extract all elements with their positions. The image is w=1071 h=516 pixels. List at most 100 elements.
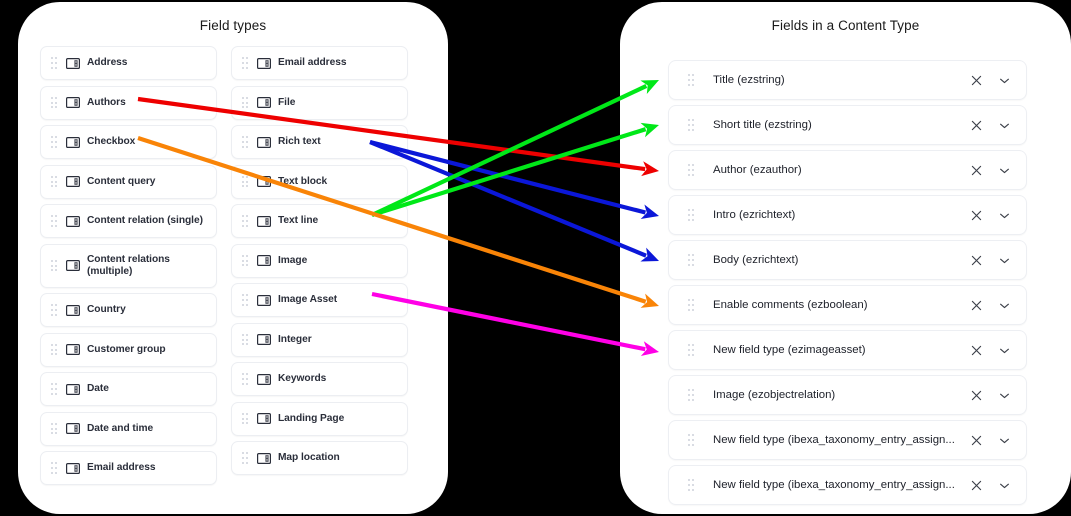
- close-icon[interactable]: [969, 388, 984, 403]
- field-type-item[interactable]: Rich text: [231, 125, 408, 159]
- content-field-row[interactable]: Title (ezstring): [668, 60, 1027, 100]
- field-type-item[interactable]: Image Asset: [231, 283, 408, 317]
- chevron-down-icon[interactable]: [997, 118, 1012, 133]
- drag-dot: [692, 83, 695, 86]
- drag-dot: [246, 299, 249, 301]
- drag-dot: [692, 484, 695, 486]
- field-type-item[interactable]: Checkbox: [40, 125, 217, 159]
- content-field-actions: [969, 73, 1012, 88]
- drag-handle-icon[interactable]: [687, 164, 695, 177]
- drag-dot: [55, 264, 58, 267]
- content-field-row[interactable]: Author (ezauthor): [668, 150, 1027, 190]
- drag-handle-icon[interactable]: [687, 344, 695, 357]
- drag-dot: [692, 124, 695, 126]
- drag-dot: [241, 452, 244, 455]
- content-field-actions: [969, 343, 1012, 358]
- field-type-item[interactable]: Authors: [40, 85, 217, 120]
- drag-handle-icon[interactable]: [241, 215, 249, 228]
- close-icon[interactable]: [969, 253, 984, 268]
- drag-handle-icon[interactable]: [687, 434, 695, 447]
- field-type-item[interactable]: Keywords: [231, 362, 408, 396]
- close-icon[interactable]: [969, 208, 984, 223]
- drag-dot: [241, 62, 244, 64]
- content-field-row[interactable]: Enable comments (ezboolean): [668, 285, 1027, 325]
- drag-handle-icon[interactable]: [687, 479, 695, 492]
- field-type-item[interactable]: Date and time: [40, 411, 217, 446]
- drag-handle-icon[interactable]: [241, 254, 249, 267]
- close-icon[interactable]: [969, 343, 984, 358]
- field-type-item[interactable]: Content query: [40, 164, 217, 199]
- field-type-item[interactable]: File: [231, 85, 408, 120]
- drag-handle-icon[interactable]: [241, 57, 249, 70]
- field-type-icon: [66, 57, 80, 69]
- field-type-item[interactable]: Integer: [231, 322, 408, 357]
- drag-handle-icon[interactable]: [50, 136, 58, 149]
- drag-handle-icon[interactable]: [50, 343, 58, 356]
- drag-handle-icon[interactable]: [241, 294, 249, 307]
- drag-handle-icon[interactable]: [687, 389, 695, 402]
- field-type-item[interactable]: Text block: [231, 164, 408, 199]
- content-field-row[interactable]: Image (ezobjectrelation): [668, 375, 1027, 415]
- drag-handle-icon[interactable]: [241, 412, 249, 425]
- drag-handle-icon[interactable]: [50, 304, 58, 317]
- drag-handle-icon[interactable]: [687, 74, 695, 87]
- field-type-item[interactable]: Landing Page: [231, 401, 408, 436]
- drag-handle-icon[interactable]: [687, 299, 695, 312]
- content-field-row[interactable]: New field type (ibexa_taxonomy_entry_ass…: [668, 420, 1027, 460]
- drag-handle-icon[interactable]: [687, 209, 695, 222]
- field-type-item[interactable]: Email address: [231, 46, 408, 80]
- drag-handle-icon[interactable]: [50, 462, 58, 475]
- drag-dot: [50, 141, 53, 143]
- close-icon[interactable]: [969, 433, 984, 448]
- drag-handle-icon[interactable]: [50, 96, 58, 109]
- chevron-down-icon[interactable]: [997, 253, 1012, 268]
- chevron-down-icon[interactable]: [997, 298, 1012, 313]
- field-type-item[interactable]: Content relation (single): [40, 204, 217, 238]
- content-field-row[interactable]: Body (ezrichtext): [668, 240, 1027, 280]
- chevron-down-icon[interactable]: [997, 388, 1012, 403]
- field-type-item[interactable]: Map location: [231, 441, 408, 475]
- drag-handle-icon[interactable]: [50, 175, 58, 188]
- drag-handle-icon[interactable]: [687, 254, 695, 267]
- drag-dot: [50, 264, 53, 267]
- chevron-down-icon[interactable]: [997, 73, 1012, 88]
- field-type-label: Image: [278, 254, 308, 266]
- field-type-item[interactable]: Image: [231, 243, 408, 278]
- chevron-down-icon[interactable]: [997, 208, 1012, 223]
- drag-handle-icon[interactable]: [50, 383, 58, 396]
- content-field-row[interactable]: New field type (ibexa_taxonomy_entry_ass…: [668, 465, 1027, 505]
- drag-handle-icon[interactable]: [50, 57, 58, 70]
- drag-handle-icon[interactable]: [241, 333, 249, 346]
- drag-handle-icon[interactable]: [241, 96, 249, 109]
- field-type-item[interactable]: Content relations (multiple): [40, 243, 217, 288]
- drag-handle-icon[interactable]: [687, 119, 695, 132]
- content-field-row[interactable]: New field type (ezimageasset): [668, 330, 1027, 370]
- close-icon[interactable]: [969, 298, 984, 313]
- field-type-icon: [257, 452, 271, 464]
- close-icon[interactable]: [969, 118, 984, 133]
- field-type-item[interactable]: Date: [40, 372, 217, 406]
- drag-handle-icon[interactable]: [241, 373, 249, 386]
- drag-dot: [246, 136, 249, 139]
- drag-handle-icon[interactable]: [241, 175, 249, 188]
- drag-handle-icon[interactable]: [50, 215, 58, 228]
- field-type-item[interactable]: Customer group: [40, 332, 217, 367]
- drag-handle-icon[interactable]: [241, 452, 249, 465]
- drag-dot: [241, 461, 244, 464]
- chevron-down-icon[interactable]: [997, 478, 1012, 493]
- close-icon[interactable]: [969, 163, 984, 178]
- chevron-down-icon[interactable]: [997, 343, 1012, 358]
- content-field-row[interactable]: Intro (ezrichtext): [668, 195, 1027, 235]
- field-type-item[interactable]: Text line: [231, 204, 408, 238]
- chevron-down-icon[interactable]: [997, 433, 1012, 448]
- drag-handle-icon[interactable]: [241, 136, 249, 149]
- field-type-item[interactable]: Address: [40, 46, 217, 80]
- drag-handle-icon[interactable]: [50, 422, 58, 435]
- close-icon[interactable]: [969, 73, 984, 88]
- content-field-row[interactable]: Short title (ezstring): [668, 105, 1027, 145]
- close-icon[interactable]: [969, 478, 984, 493]
- drag-handle-icon[interactable]: [50, 259, 58, 272]
- field-type-item[interactable]: Email address: [40, 451, 217, 485]
- field-type-item[interactable]: Country: [40, 293, 217, 327]
- chevron-down-icon[interactable]: [997, 163, 1012, 178]
